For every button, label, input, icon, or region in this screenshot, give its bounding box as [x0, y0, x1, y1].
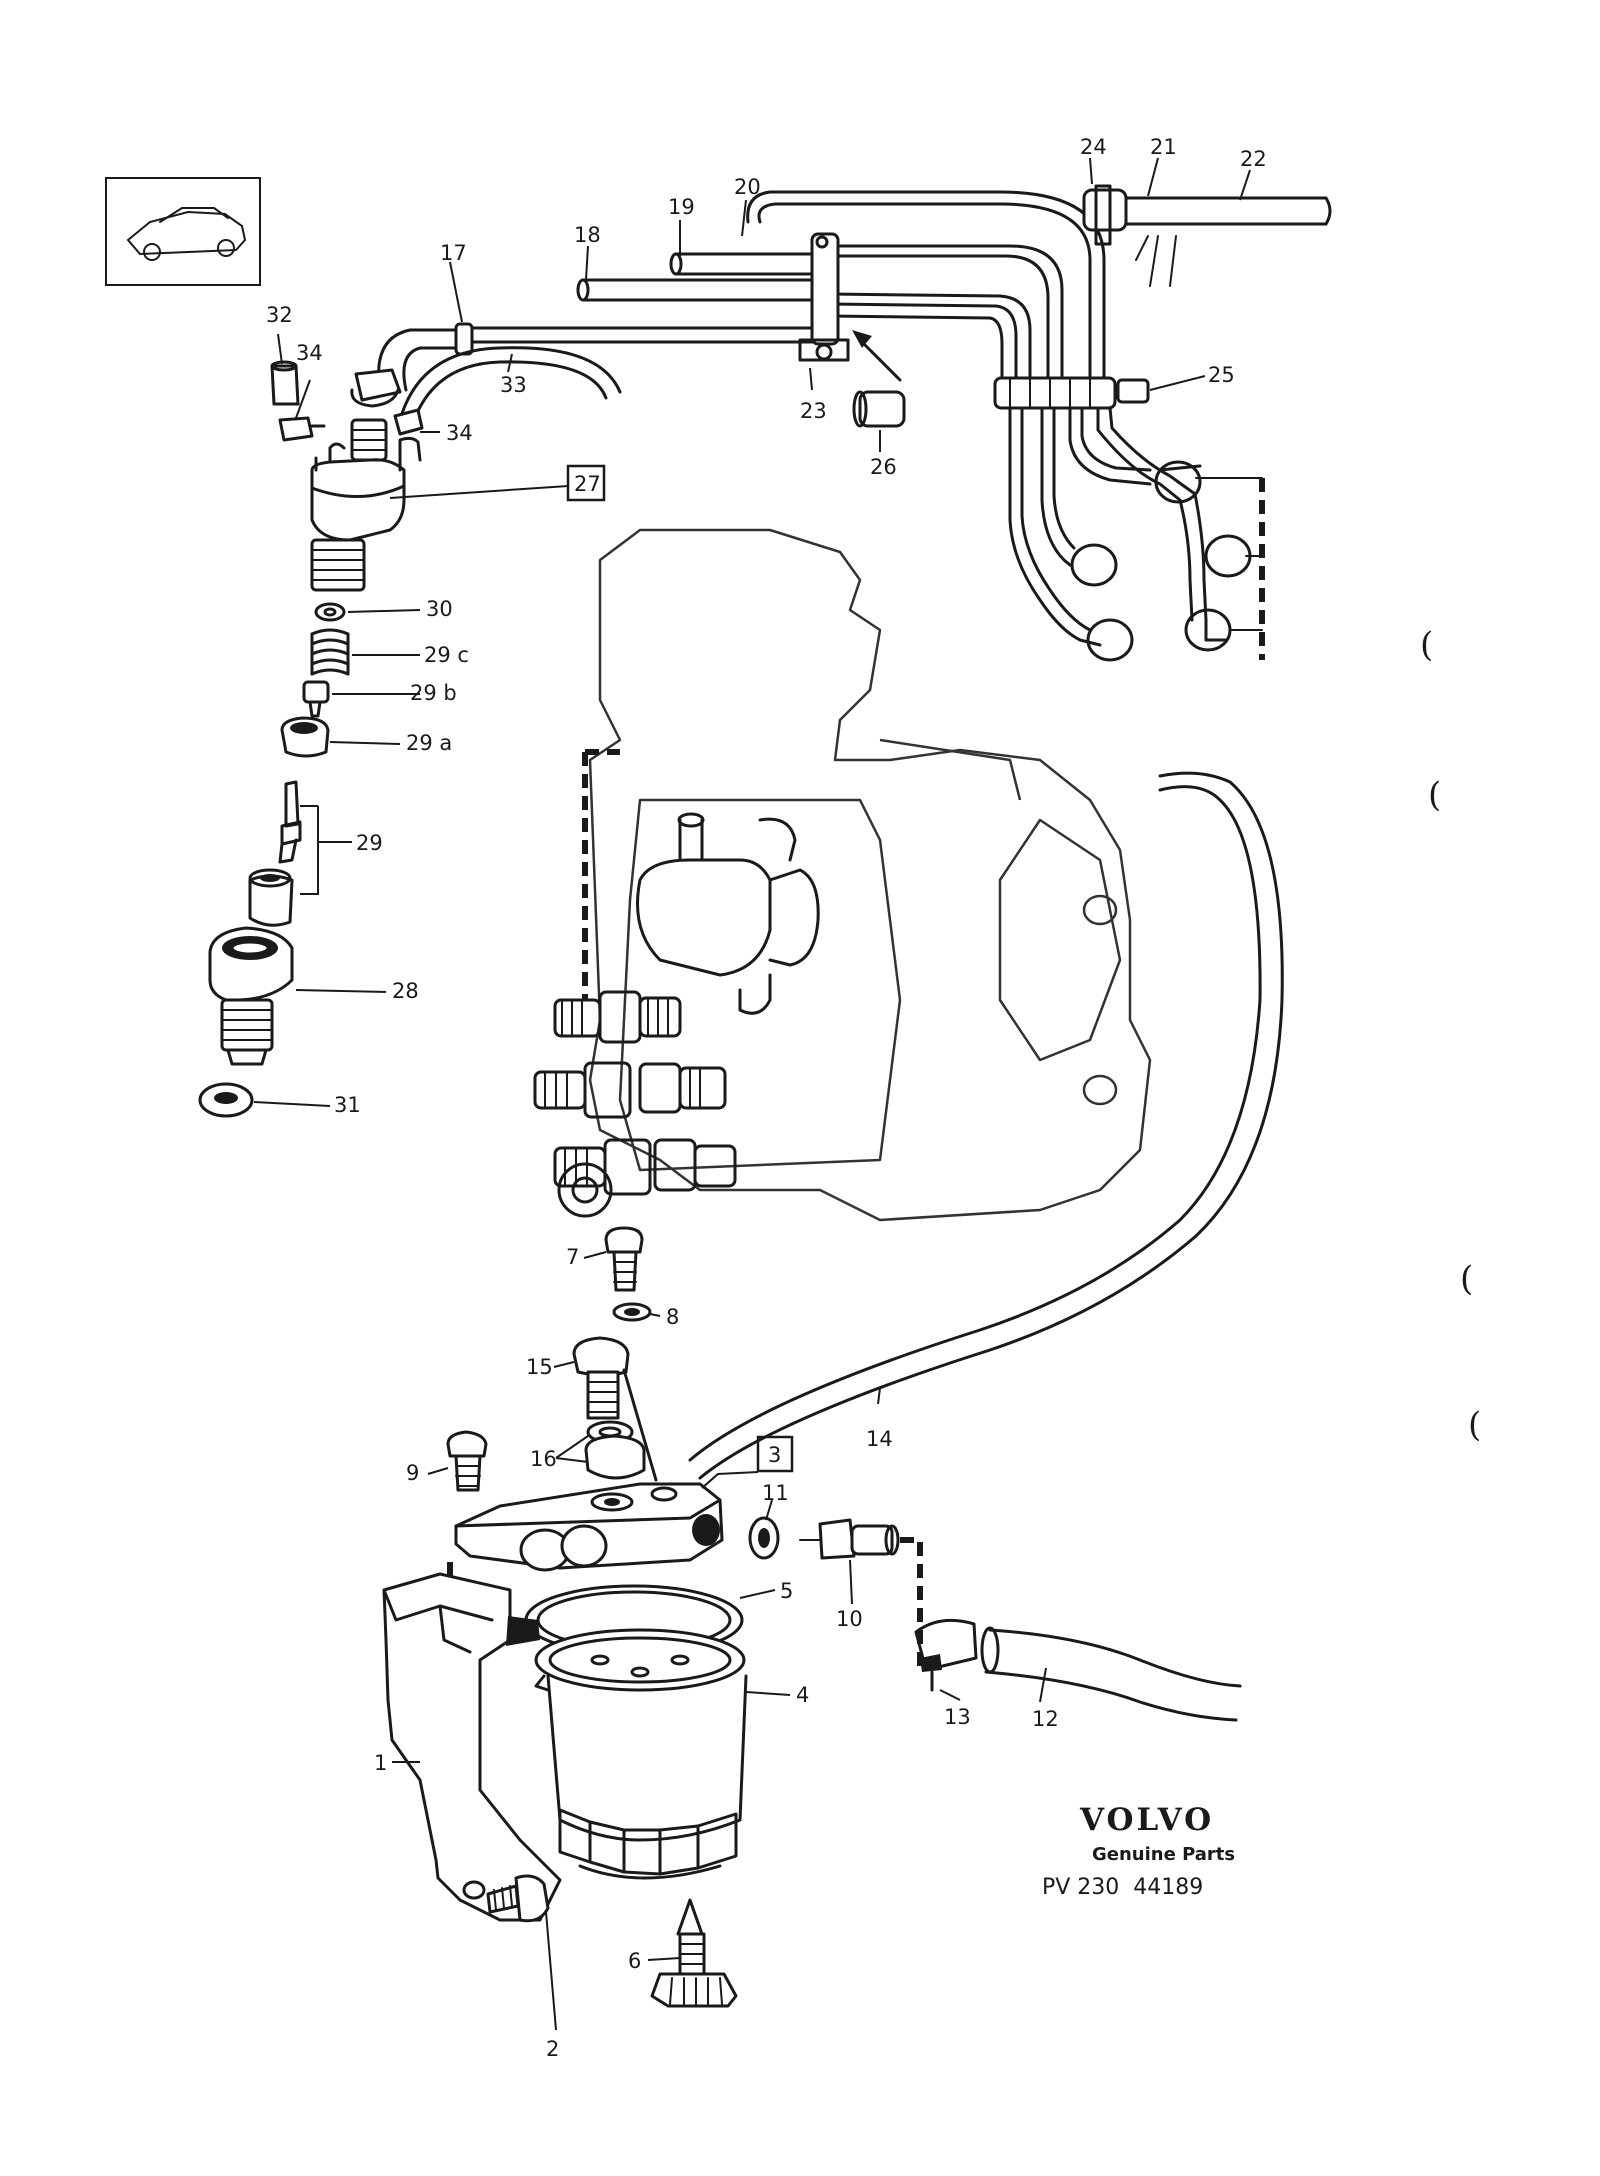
callout-31: 31 [334, 1093, 361, 1117]
callout-13: 13 [944, 1705, 971, 1729]
pin-29b [302, 680, 330, 718]
pipe-clamp-23 [798, 232, 850, 362]
delivery-fittings [533, 990, 737, 1218]
filter-head-3 [454, 1482, 724, 1572]
car-icon [105, 177, 261, 286]
callout-7: 7 [566, 1245, 579, 1269]
nozzle-nut-28 [208, 926, 294, 1066]
pump-valve-assembly [636, 812, 820, 1015]
callout-21: 21 [1150, 135, 1177, 159]
leak-off-hose-33 [398, 346, 622, 422]
callout-1: 1 [374, 1751, 387, 1775]
callout-32: 32 [266, 303, 293, 327]
callout-27: 27 [574, 472, 601, 496]
nipple-10 [799, 1518, 900, 1560]
pipe-clamp-24 [1082, 184, 1128, 246]
callout-14: 14 [866, 1427, 893, 1451]
callout-10: 10 [836, 1607, 863, 1631]
drain-screw-6 [650, 1898, 738, 2008]
callout-18: 18 [574, 223, 601, 247]
callout-29a: 29 a [406, 731, 452, 755]
margin-mark: ( [1468, 1405, 1481, 1445]
diagram-reference: PV 230 44189 [1042, 1875, 1203, 1900]
callout-22: 22 [1240, 147, 1267, 171]
margin-marks: ( ( ( ( [1420, 625, 1481, 1445]
hose-12-dashed-guide [900, 1537, 923, 1670]
callout-27-box [566, 464, 606, 502]
callout-16: 16 [530, 1447, 557, 1471]
margin-mark: ( [1460, 1259, 1473, 1299]
bolt-7 [604, 1226, 644, 1292]
callout-28: 28 [392, 979, 419, 1003]
volvo-logo: VOLVO [1079, 1802, 1214, 1838]
clip-34-right [393, 408, 424, 436]
brand-tagline: Genuine Parts [1092, 1844, 1235, 1865]
callout-6: 6 [628, 1949, 641, 1973]
callout-25: 25 [1208, 363, 1235, 387]
margin-mark: ( [1420, 625, 1433, 665]
callout-19: 19 [668, 195, 695, 219]
banjo-bolt-15 [572, 1336, 658, 1482]
injector-27 [310, 368, 422, 592]
callout-17: 17 [440, 241, 467, 265]
callout-33: 33 [500, 373, 527, 397]
washer-31 [198, 1082, 254, 1118]
callout-5: 5 [780, 1579, 793, 1603]
callout-4: 4 [796, 1683, 809, 1707]
bush-26 [852, 390, 906, 428]
hose-clip-13 [914, 1618, 978, 1692]
washer-11 [748, 1516, 780, 1560]
bolt-2 [486, 1874, 550, 1923]
injection-pump-outline [588, 528, 1152, 1222]
spring-29c [310, 628, 350, 676]
callout-15: 15 [526, 1355, 553, 1379]
callout-3-box [756, 1435, 794, 1473]
callout-26: 26 [870, 455, 897, 479]
bracket-shadow [506, 1616, 540, 1646]
arrow-26 [858, 338, 902, 382]
spacer-29a [280, 716, 330, 758]
washer-8 [612, 1302, 652, 1322]
callout-30: 30 [426, 597, 453, 621]
callout-labels: 24 21 22 20 19 18 17 32 34 33 34 23 25 2… [266, 135, 1267, 2061]
callout-29: 29 [356, 831, 383, 855]
callout-34-left: 34 [296, 341, 323, 365]
callout-11: 11 [762, 1481, 789, 1505]
fuel-hose-12 [980, 1626, 1242, 1722]
callout-29b: 29 b [410, 681, 457, 705]
callout-12: 12 [1032, 1707, 1059, 1731]
callout-3: 3 [768, 1443, 781, 1467]
washers-16 [584, 1420, 646, 1480]
callout-9: 9 [406, 1461, 419, 1485]
callout-29c: 29 c [424, 643, 469, 667]
callout-2: 2 [546, 2037, 559, 2061]
leader-lines [253, 157, 1251, 2031]
callout-24: 24 [1080, 135, 1107, 159]
margin-mark: ( [1428, 775, 1441, 815]
clip-34-left [278, 416, 326, 442]
callout-8: 8 [666, 1305, 679, 1329]
cap-32 [270, 360, 300, 406]
callout-23: 23 [800, 399, 827, 423]
callout-34-right: 34 [446, 421, 473, 445]
injector-pipes [746, 190, 1263, 662]
filter-cartridge-4 [534, 1628, 748, 1880]
brand-block: VOLVO Genuine Parts PV 230 44189 [1042, 1802, 1235, 1900]
callout-20: 20 [734, 175, 761, 199]
washer-30 [314, 602, 346, 622]
nozzle-29 [248, 780, 302, 927]
bolt-9 [446, 1430, 488, 1492]
fuel-hose-14 [688, 785, 1262, 1462]
